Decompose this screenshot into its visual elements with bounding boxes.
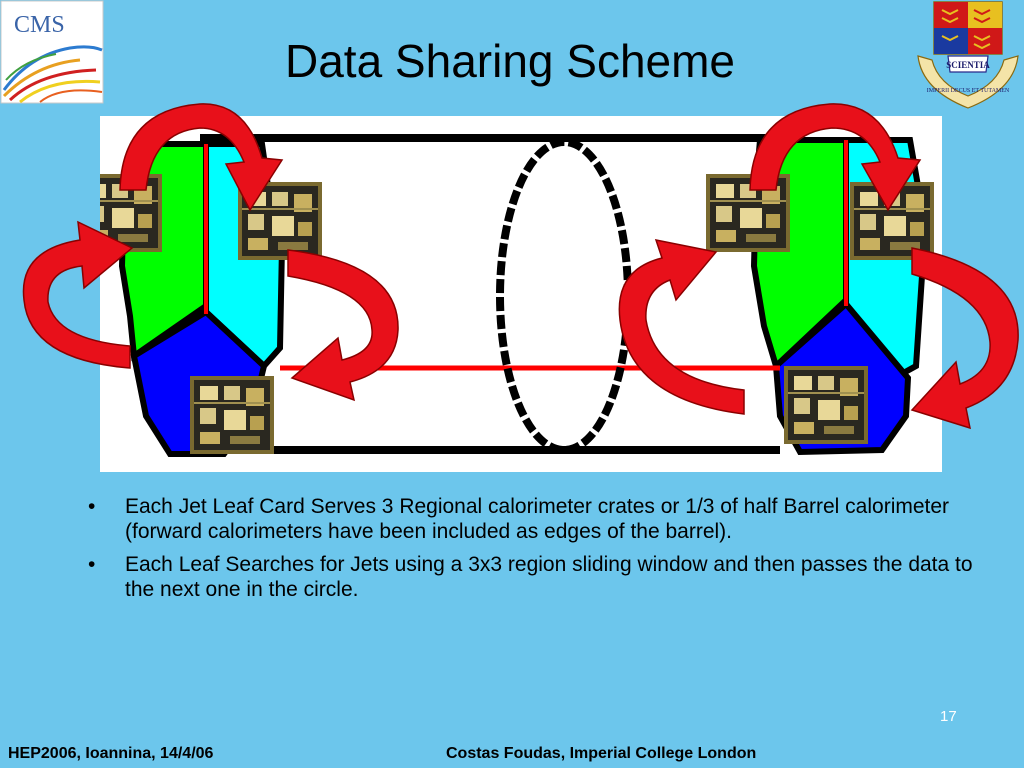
bullet-item: • Each Leaf Searches for Jets using a 3x… <box>88 552 988 602</box>
footer-right: Costas Foudas, Imperial College London <box>446 745 757 762</box>
curved-arrow-icon <box>119 103 284 212</box>
page-number: 17 <box>940 708 957 725</box>
crest-motto-text: IMPERII DECUS ET TUTAMEN <box>927 88 1010 94</box>
curved-arrow-icon <box>749 103 922 212</box>
slide-title: Data Sharing Scheme <box>284 35 736 87</box>
bullet-marker: • <box>88 553 96 576</box>
curved-arrow-icon <box>287 249 399 402</box>
bullet-item: • Each Jet Leaf Card Serves 3 Regional c… <box>88 494 988 544</box>
imperial-college-crest-icon: SCIENTIA IMPERII DECUS ET TUTAMEN <box>917 1 1019 109</box>
bullet-marker: • <box>88 495 96 518</box>
cms-logo: CMS <box>0 0 104 109</box>
curved-arrow-icon <box>618 239 745 415</box>
bullet-text: Each Leaf Searches for Jets using a 3x3 … <box>125 553 973 601</box>
crest-motto-word: SCIENTIA <box>946 60 990 70</box>
arrows-layer <box>22 103 1019 430</box>
imperial-college-crest: SCIENTIA IMPERII DECUS ET TUTAMEN <box>912 0 1024 117</box>
bullet-list: • Each Jet Leaf Card Serves 3 Regional c… <box>88 494 988 610</box>
cms-logo-icon: CMS <box>0 0 104 104</box>
bullet-text: Each Jet Leaf Card Serves 3 Regional cal… <box>125 495 950 543</box>
cms-logo-text: CMS <box>14 12 65 38</box>
curved-arrow-icon <box>22 220 134 369</box>
footer-left: HEP2006, Ioannina, 14/4/06 <box>8 745 214 762</box>
curved-arrow-icon <box>910 247 1019 430</box>
